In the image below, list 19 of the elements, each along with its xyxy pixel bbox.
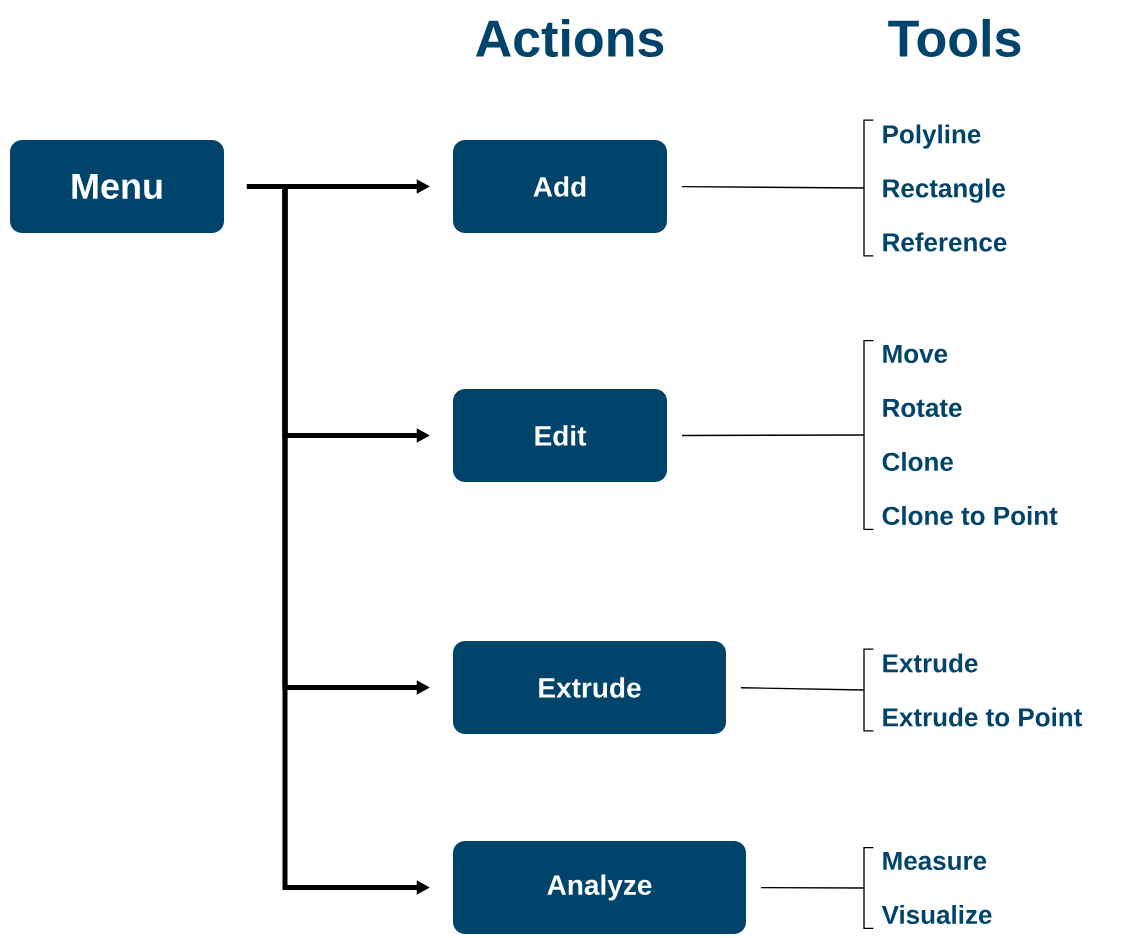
node-label: Move xyxy=(883,344,948,364)
node-label: Clone xyxy=(882,451,953,472)
tool-list: Measure Visualize xyxy=(881,851,992,925)
tool-list: Extrude Extrude to Point xyxy=(883,653,1083,727)
action-box: Add xyxy=(453,140,667,233)
action-box: Edit xyxy=(453,389,667,482)
connector-line xyxy=(760,886,865,889)
action-box: Extrude xyxy=(453,641,726,734)
connector-line xyxy=(681,434,865,437)
node-label: Rotate xyxy=(883,398,962,418)
column-heading: Actions xyxy=(475,18,664,58)
action-box: Menu xyxy=(10,140,224,233)
action-box: Analyze xyxy=(453,841,746,934)
tool-list: Move Rotate Clone Clone to Point xyxy=(882,344,1058,526)
tool-list: Polyline Rectangle Reference xyxy=(883,124,1007,252)
connector-line xyxy=(681,185,865,189)
column-heading: Tools xyxy=(888,18,1021,58)
node-label: Clone to Point xyxy=(882,505,1058,526)
connector-line xyxy=(740,687,865,691)
